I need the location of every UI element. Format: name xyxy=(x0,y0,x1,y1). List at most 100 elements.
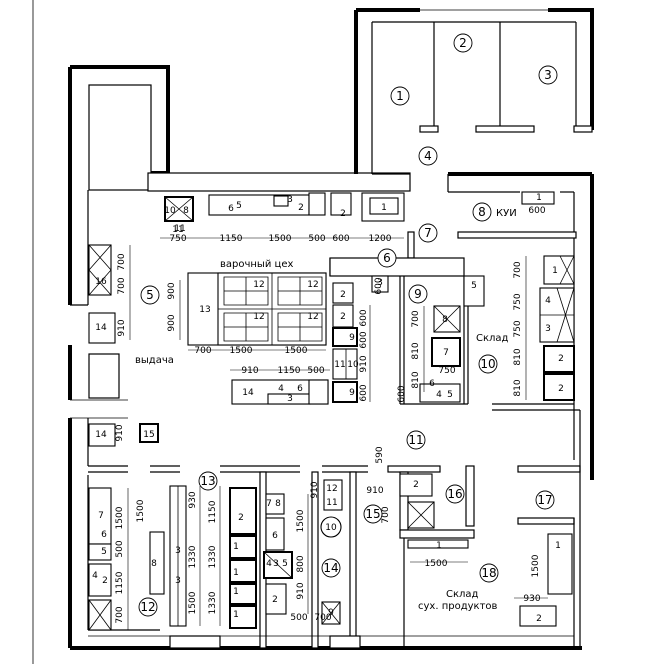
dimension-value: 910 xyxy=(296,582,306,599)
room-number-text: 16 xyxy=(447,487,462,501)
room-marker xyxy=(445,484,465,504)
room-number-text: 14 xyxy=(323,561,338,575)
dimension-value: 900 xyxy=(167,314,177,331)
room-number-8: 8 xyxy=(472,202,492,222)
dimension-value: 1500 xyxy=(115,506,125,529)
label-dry-store-2: сух. продуктов xyxy=(418,601,498,612)
room-number-text: 9 xyxy=(414,287,422,301)
dimension-value: 700 xyxy=(381,506,391,523)
dimension-value: 600 xyxy=(374,277,384,294)
room-marker xyxy=(406,430,426,450)
equipment-number: 1 xyxy=(233,568,239,578)
room-marker xyxy=(377,248,397,268)
equipment-number: 14 xyxy=(242,388,254,398)
equipment-number: 3 xyxy=(287,195,293,205)
room-marker xyxy=(418,146,438,166)
equipment-number: 6 xyxy=(228,204,234,214)
equipment-number: 1 xyxy=(555,541,561,551)
equipment-number: 2 xyxy=(102,576,108,586)
dimension-value: 1500 xyxy=(296,509,306,532)
equipment-number: 15 xyxy=(143,430,154,440)
dimension-value: 750 xyxy=(513,320,523,337)
room-number-6: 6 xyxy=(377,248,397,268)
dimension-value: 750 xyxy=(513,293,523,310)
dimension-value: 1150 xyxy=(278,366,301,376)
equipment-number: 2 xyxy=(340,290,346,300)
dimension-value: 1330 xyxy=(208,545,218,568)
equipment-number: 4 xyxy=(436,390,442,400)
equipment-number: 11 xyxy=(334,360,345,370)
dimension-value: 910 xyxy=(310,481,320,498)
room-number-text: 11 xyxy=(408,433,423,447)
equipment-number: 6 xyxy=(272,531,278,541)
equipment-number: 3 xyxy=(545,324,551,334)
dimension-value: 930 xyxy=(523,594,540,604)
dimension-value: 910 xyxy=(366,486,383,496)
equipment-number: 8 xyxy=(183,206,189,216)
room-number-text: 15 xyxy=(365,507,380,521)
dimension-value: 1500 xyxy=(230,346,253,356)
dimension-value: 910 xyxy=(241,366,258,376)
equipment-number: 3 xyxy=(273,559,279,569)
dimension-value: 1150 xyxy=(115,571,125,594)
equipment-number: 7 xyxy=(98,511,104,521)
room-marker xyxy=(408,284,428,304)
equipment-number: 6 xyxy=(429,379,435,389)
dimension-value: 700 xyxy=(314,613,331,623)
room-number-text: 3 xyxy=(544,68,552,82)
walls xyxy=(68,8,594,650)
equipment-number: 14 xyxy=(95,430,107,440)
equipment-number: 10 xyxy=(164,206,176,216)
equipment-number: 3 xyxy=(287,394,293,404)
dimension-value: 1150 xyxy=(208,500,218,523)
dimension-value: 910 xyxy=(115,424,125,441)
equipment-number: 5 xyxy=(101,547,107,557)
room-number-text: 2 xyxy=(459,36,467,50)
room-number-text: 8 xyxy=(478,205,486,219)
equipment-outlines xyxy=(88,191,575,631)
dimension-value: 810 xyxy=(411,371,421,388)
room-marker xyxy=(535,490,555,510)
dimension-value: 1500 xyxy=(285,346,308,356)
dimension-value: 700 xyxy=(513,261,523,278)
dimension-value: 600 xyxy=(359,384,369,401)
equipment-number: 2 xyxy=(340,209,346,219)
equipment-number: 1 xyxy=(436,541,442,551)
room-marker xyxy=(198,471,218,491)
dimension-value: 1500 xyxy=(425,559,448,569)
room-number-3: 3 xyxy=(538,65,558,85)
room-marker xyxy=(479,563,499,583)
equipment-number: 6 xyxy=(101,530,107,540)
dimension-value: 1500 xyxy=(269,234,292,244)
equipment-number: 2 xyxy=(238,513,244,523)
room-number-text: 18 xyxy=(481,566,496,580)
equipment-number: 2 xyxy=(536,614,542,624)
equipment-number: 8 xyxy=(151,559,157,569)
dimension-value: 1330 xyxy=(208,591,218,614)
dimension-value: 700 xyxy=(115,606,125,623)
room-number-text: 17 xyxy=(537,493,552,507)
room-marker xyxy=(390,86,410,106)
dimension-value: 500 xyxy=(290,613,307,623)
room-number-13: 13 xyxy=(198,471,218,491)
dimension-value: 1200 xyxy=(369,234,392,244)
equipment-number: 11 xyxy=(172,225,183,235)
dimension-value: 1500 xyxy=(136,499,146,522)
room-marker xyxy=(138,597,158,617)
equipment-number: 5 xyxy=(447,390,453,400)
room-number-7: 7 xyxy=(418,223,438,243)
equipment-number: 12 xyxy=(307,312,318,322)
room-number-2: 2 xyxy=(453,33,473,53)
dimension-value: 700 xyxy=(117,253,127,270)
equipment-number: 6 xyxy=(297,384,303,394)
dimension-value: 1330 xyxy=(188,545,198,568)
equipment-number: 4 xyxy=(266,559,272,569)
equipment-number: 12 xyxy=(253,280,264,290)
dimension-value: 600 xyxy=(332,234,349,244)
equipment-number: 5 xyxy=(282,559,288,569)
dimension-value: 600 xyxy=(397,385,407,402)
room-marker xyxy=(418,223,438,243)
equipment-number: 5 xyxy=(236,201,242,211)
